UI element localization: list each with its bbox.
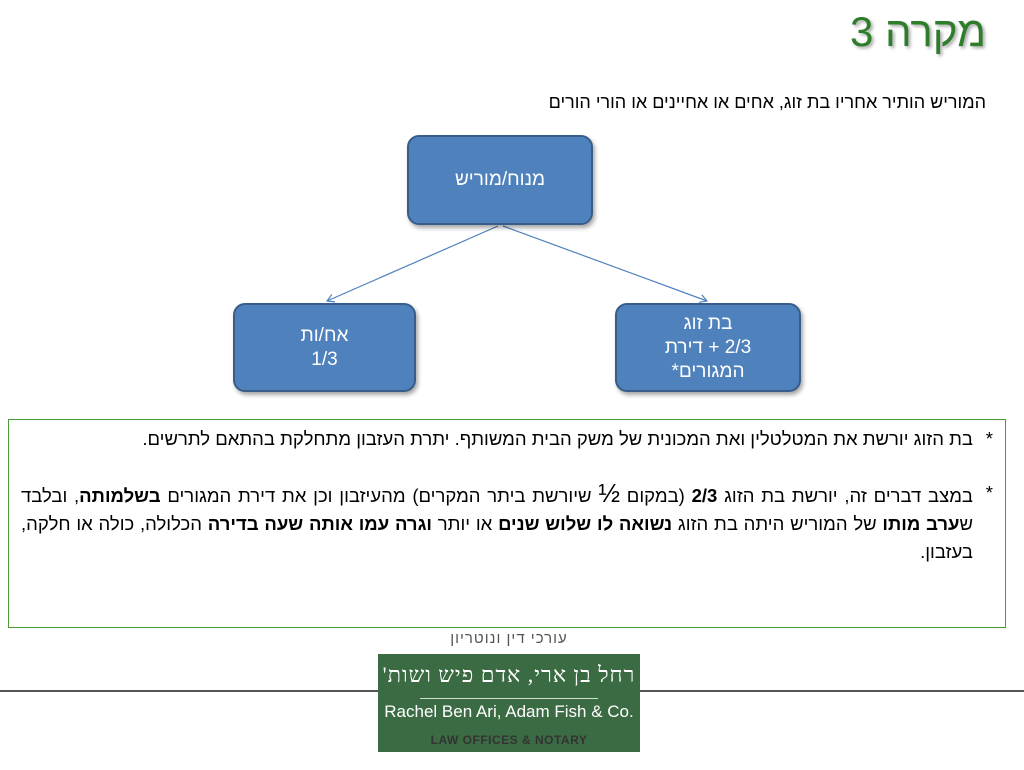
siblings-node-share: 1/3 xyxy=(311,348,338,370)
footer-rule-right xyxy=(640,690,1024,692)
note-fraction: ½ xyxy=(598,478,621,508)
notes-box: * בת הזוג יורשת את המטלטלין ואת המכונית … xyxy=(8,419,1006,628)
slide-title: מקרה 3 xyxy=(849,8,986,55)
logo-footer: LAW OFFICES & NOTARY xyxy=(430,733,588,747)
note-text-part: הכלולה, כולה או חלקה, בעזבון. xyxy=(21,513,973,562)
note-text-part: של המוריש היתה בת הזוג xyxy=(672,513,883,534)
note-text-part: (במקום xyxy=(620,485,692,506)
firm-logo: עורכי דין ונוטריון רחל בן ארי, אדם פיש ו… xyxy=(378,630,640,770)
spouse-node-residence: המגורים* xyxy=(671,360,745,382)
spouse-node-share: 2/3 + דירת xyxy=(664,336,752,358)
spouse-node: בת זוג 2/3 + דירת המגורים* xyxy=(615,303,801,392)
spouse-node-label: בת זוג xyxy=(683,312,733,334)
note-bold-entirety: בשלמותה xyxy=(79,485,161,506)
note-bold-share: 2/3 xyxy=(691,485,718,506)
slide-subtitle: המוריש הותיר אחריו בת זוג, אחים או אחיינ… xyxy=(548,92,986,112)
logo-divider xyxy=(420,698,598,699)
note-spouse-conditions: * במצב דברים זה, יורשת בת הזוג 2/3 (במקו… xyxy=(21,479,993,566)
footer-rule-left xyxy=(0,690,378,692)
siblings-node-label: אח/ות xyxy=(300,324,349,346)
note-bold-eve-of-death: ערב מותו xyxy=(882,513,960,534)
connector-to-siblings xyxy=(325,225,499,303)
note-movables-text: בת הזוג יורשת את המטלטלין ואת המכונית של… xyxy=(142,428,973,449)
note-text-part: במצב דברים זה, יורשת בת הזוג xyxy=(717,485,973,506)
deceased-node: מנוח/מוריש xyxy=(407,135,593,225)
note-asterisk: * xyxy=(985,482,993,503)
note-bold-lived-in-apartment: וגרה עמו אותה שעה בדירה xyxy=(207,513,433,534)
connector-to-spouse xyxy=(502,225,709,303)
note-bold-married-three-years: נשואה לו שלוש שנים xyxy=(498,513,673,534)
logo-tagline: עורכי דין ונוטריון xyxy=(450,630,568,647)
note-text-part: שיורשת ביתר המקרים) מהעיזבון וכן את דירת… xyxy=(160,485,599,506)
logo-panel xyxy=(378,654,640,752)
deceased-node-label: מנוח/מוריש xyxy=(454,169,546,190)
note-text-part: או יותר xyxy=(432,513,499,534)
note-movables: * בת הזוג יורשת את המטלטלין ואת המכונית … xyxy=(21,425,993,453)
note-text-part: , ובלבד ש xyxy=(21,485,973,534)
logo-hebrew-name: רחל בן ארי, אדם פיש ושות' xyxy=(382,662,636,687)
note-asterisk: * xyxy=(985,428,993,449)
logo-english-name: Rachel Ben Ari, Adam Fish & Co. xyxy=(384,702,634,721)
siblings-node: אח/ות 1/3 xyxy=(233,303,416,392)
